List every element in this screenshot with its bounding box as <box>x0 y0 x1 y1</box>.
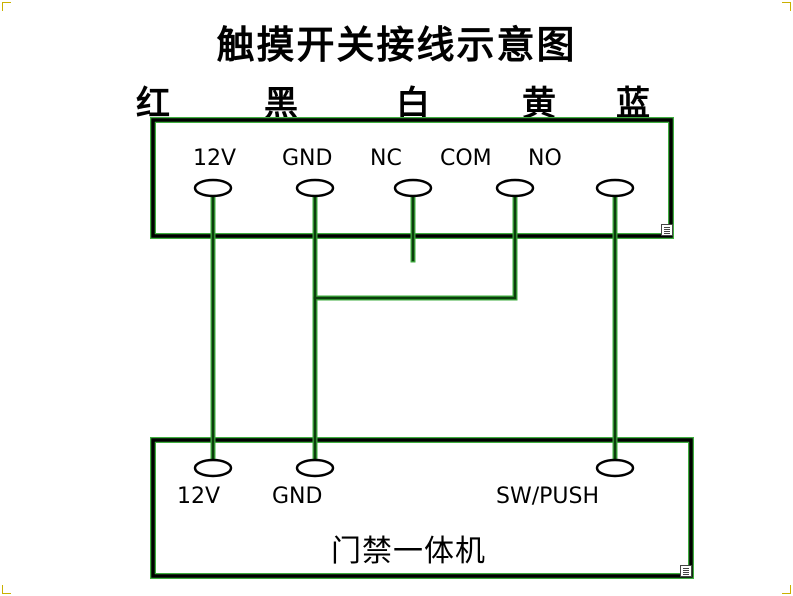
resize-handle-icon <box>680 565 692 577</box>
terminal-ctrl-push <box>595 458 635 478</box>
corner-mark-icon <box>782 2 791 11</box>
terminal-nc <box>393 178 433 198</box>
access-controller-box <box>150 437 694 579</box>
corner-mark-icon <box>2 2 11 11</box>
pin-label-12v: 12V <box>193 146 237 171</box>
terminal-gnd <box>295 178 335 198</box>
wires <box>210 193 618 468</box>
resize-handle-icon <box>661 224 673 236</box>
terminal-ctrl-12v <box>193 458 233 478</box>
ctrl-pin-label-12v: 12V <box>177 484 221 509</box>
switch-terminals <box>193 178 635 198</box>
pin-label-nc: NC <box>370 146 402 171</box>
ctrl-pin-label-gnd: GND <box>272 484 323 509</box>
pin-label-com: COM <box>440 146 492 171</box>
controller-terminals <box>193 458 635 478</box>
ctrl-pin-label-push: SW/PUSH <box>496 484 600 509</box>
terminal-com <box>495 178 535 198</box>
terminal-ctrl-gnd <box>295 458 335 478</box>
terminal-no <box>595 178 635 198</box>
corner-mark-icon <box>2 585 11 594</box>
pin-label-no: NO <box>528 146 562 171</box>
controller-name: 门禁一体机 <box>331 534 486 569</box>
corner-mark-icon <box>782 585 791 594</box>
pin-label-gnd: GND <box>282 146 333 171</box>
terminal-12v <box>193 178 233 198</box>
wire-com-to-gnd <box>313 194 517 300</box>
diagram-title: 触摸开关接线示意图 <box>216 23 577 67</box>
